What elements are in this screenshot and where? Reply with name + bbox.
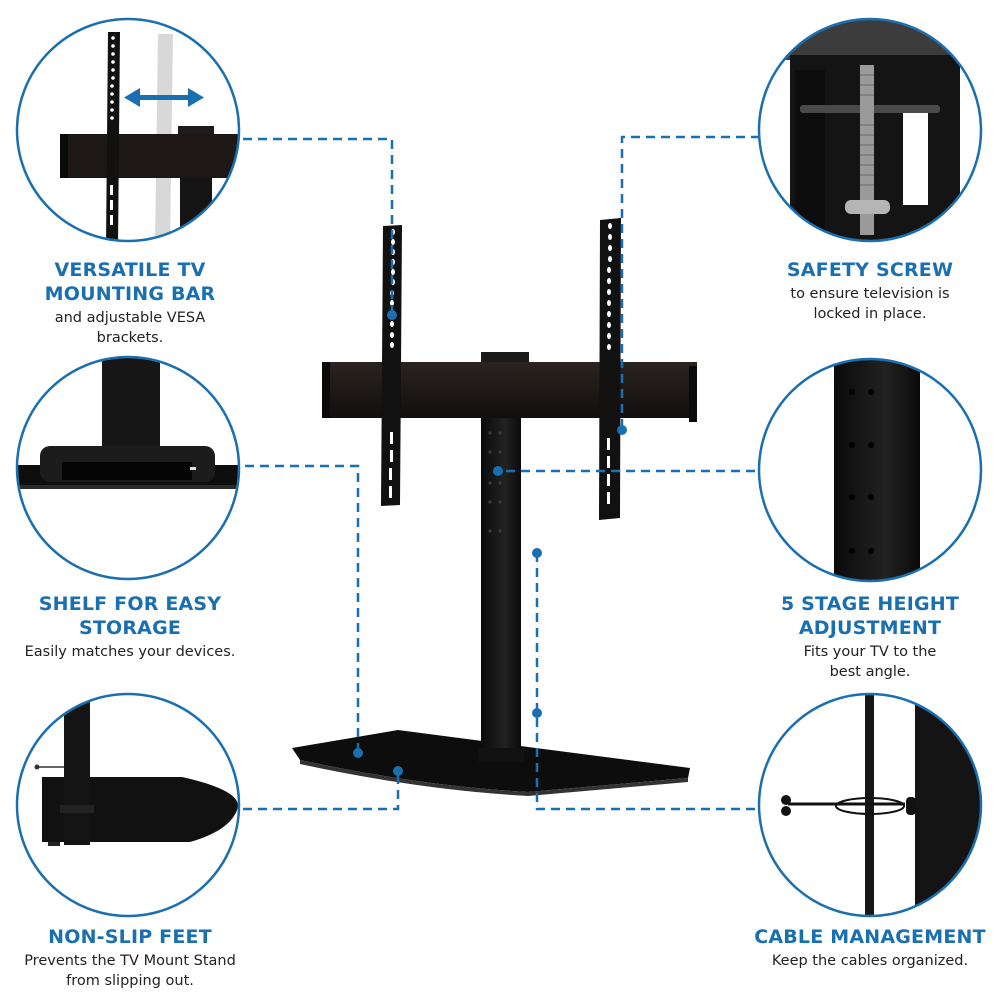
callout-description: best angle.: [829, 664, 911, 680]
detail-circle-shelf: [15, 355, 241, 581]
tv-stand-product: [292, 218, 697, 796]
callout-title: MOUNTING BAR: [44, 283, 216, 305]
callout-title: STORAGE: [78, 617, 182, 639]
callout-shelf: SHELF FOR EASY STORAGE Easily matches yo…: [0, 592, 260, 662]
callout-cable-management: CABLE MANAGEMENT Keep the cables organiz…: [740, 925, 1000, 971]
callout-title: VERSATILE TV: [54, 259, 206, 281]
detail-circle-mounting-bar: [15, 17, 241, 243]
double-headed-arrow-icon: [124, 88, 204, 107]
connector-lines: [243, 135, 760, 811]
detail-circle-cable-management: [757, 692, 983, 918]
callout-title: 5 STAGE HEIGHT: [780, 593, 960, 615]
callout-description: from slipping out.: [66, 973, 194, 989]
detail-circle-height-adjustment: [757, 357, 983, 583]
callout-description: locked in place.: [813, 306, 927, 322]
detail-circle-non-slip-feet: [15, 692, 241, 918]
connector-dots: [353, 310, 627, 776]
mounting-bar: [322, 362, 697, 418]
callout-title: NON-SLIP FEET: [48, 926, 212, 948]
callout-versatile-mounting-bar: VERSATILE TV MOUNTING BAR and adjustable…: [0, 258, 260, 348]
callout-height-adjustment: 5 STAGE HEIGHT ADJUSTMENT Fits your TV t…: [740, 592, 1000, 682]
callout-safety-screw: SAFETY SCREW to ensure television is loc…: [740, 258, 1000, 324]
callout-description: Fits your TV to the: [803, 644, 937, 660]
callout-description: Prevents the TV Mount Stand: [24, 953, 236, 969]
callout-description: brackets.: [96, 330, 164, 346]
callout-title: SAFETY SCREW: [786, 259, 954, 281]
callout-non-slip-feet: NON-SLIP FEET Prevents the TV Mount Stan…: [0, 925, 260, 991]
callout-description: Keep the cables organized.: [771, 953, 969, 969]
detail-circle-safety-screw: [757, 17, 983, 243]
callout-title: SHELF FOR EASY: [38, 593, 222, 615]
callout-description: Easily matches your devices.: [24, 644, 236, 660]
callout-title: ADJUSTMENT: [798, 617, 942, 639]
callout-description: and adjustable VESA: [54, 310, 206, 326]
right-vesa-bracket: [599, 218, 621, 520]
callout-title: CABLE MANAGEMENT: [754, 926, 986, 948]
callout-description: to ensure television is: [790, 286, 950, 302]
